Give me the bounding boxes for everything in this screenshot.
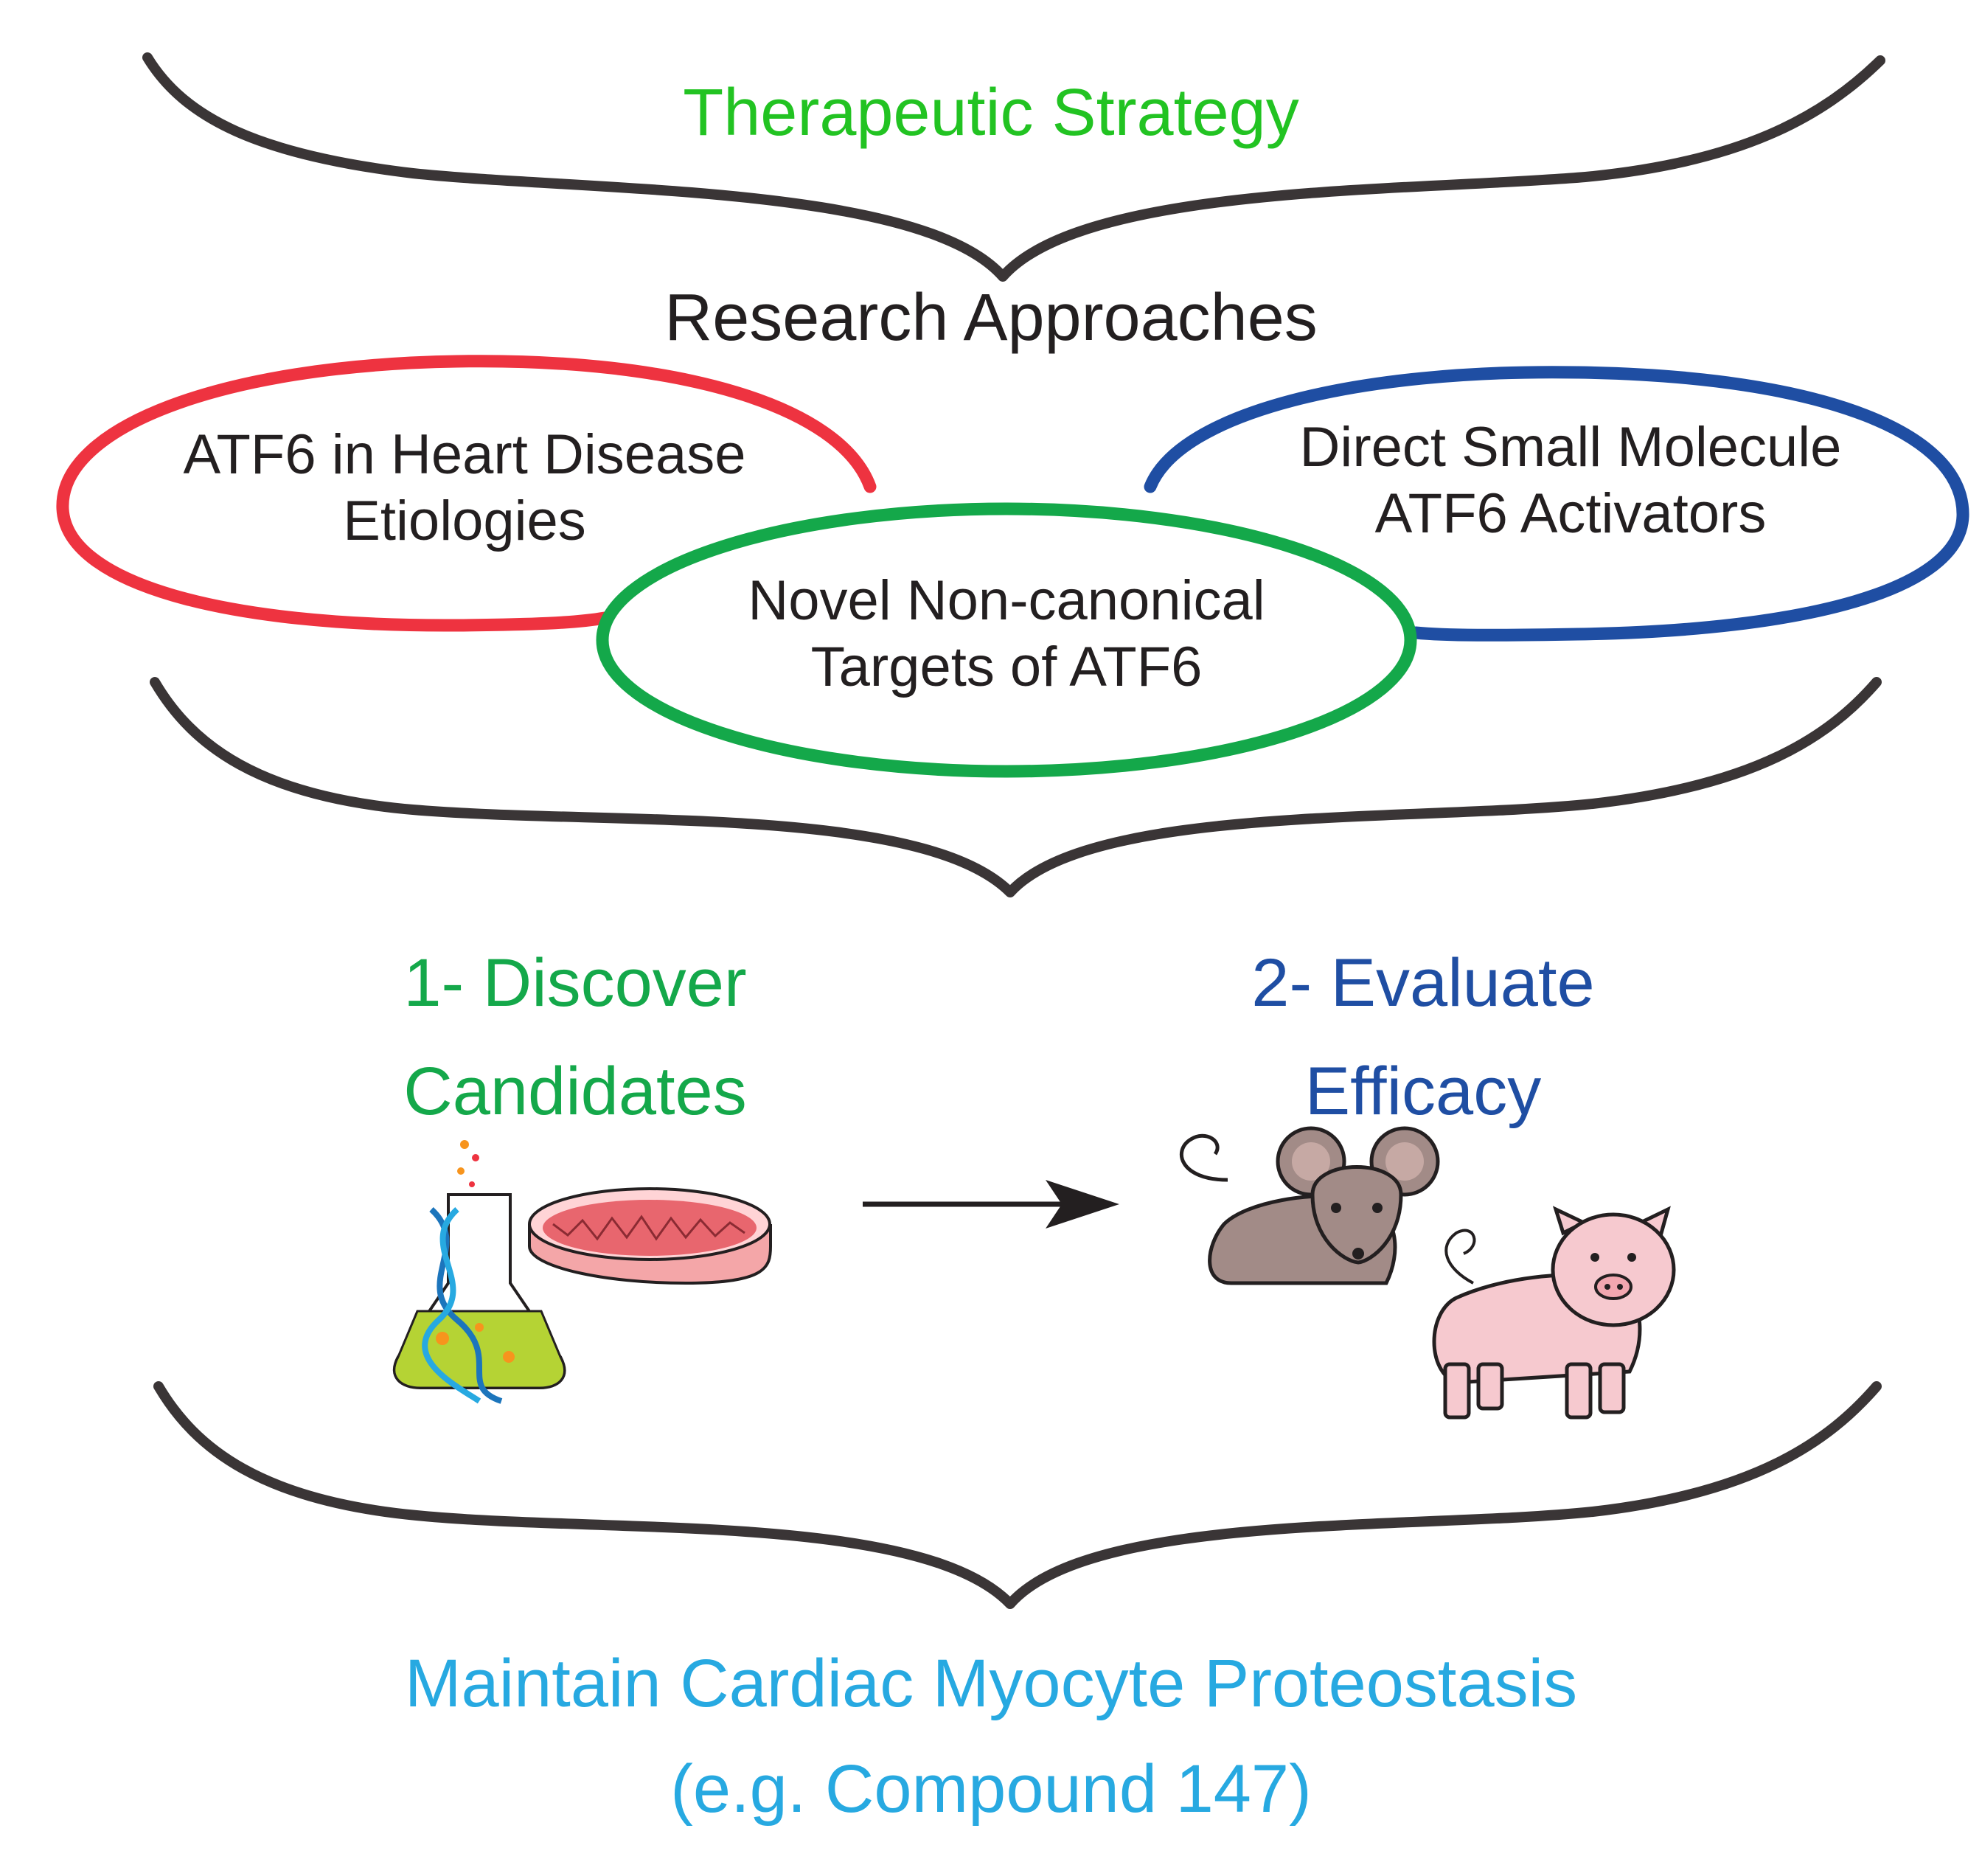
- approach-small-molecule-line1: Direct Small Molecule: [1299, 416, 1842, 479]
- approach-heart-disease: ATF6 in Heart Disease Etiologies: [88, 422, 841, 554]
- outcome: Maintain Cardiac Myocyte Proteostasis (e…: [180, 1631, 1802, 1841]
- approach-heart-disease-line1: ATF6 in Heart Disease: [183, 423, 746, 486]
- brace-middle: [150, 677, 1882, 897]
- arrow-right-icon: [863, 1180, 1119, 1229]
- oval-small-molecule: [1144, 366, 1969, 642]
- step-evaluate: 2- Evaluate Efficacy: [1143, 929, 1703, 1146]
- approach-small-molecule-line2: ATF6 Activators: [1374, 482, 1767, 545]
- oval-novel-targets: [596, 502, 1417, 778]
- petri-dish-icon: [528, 1187, 772, 1285]
- step-evaluate-line2: Efficacy: [1304, 1054, 1542, 1130]
- flask-dna-icon: [392, 1140, 566, 1404]
- outcome-line2: (e.g. Compound 147): [670, 1751, 1312, 1827]
- step-discover-line1: 1- Discover: [403, 945, 747, 1021]
- oval-heart-disease: [56, 355, 877, 632]
- brace-bottom: [153, 1381, 1882, 1609]
- step-discover: 1- Discover Candidates: [295, 929, 855, 1146]
- approach-novel-targets-line1: Novel Non-canonical: [748, 569, 1265, 632]
- step-discover-line2: Candidates: [403, 1054, 747, 1130]
- approach-novel-targets: Novel Non-canonical Targets of ATF6: [638, 568, 1375, 700]
- step-evaluate-line1: 2- Evaluate: [1251, 945, 1595, 1021]
- approach-novel-targets-line2: Targets of ATF6: [810, 635, 1203, 698]
- approach-heart-disease-line2: Etiologies: [343, 489, 586, 552]
- brace-top: [142, 52, 1885, 282]
- approaches-heading: Research Approaches: [664, 281, 1318, 355]
- outcome-line1: Maintain Cardiac Myocyte Proteostasis: [404, 1646, 1578, 1721]
- mouse-icon: [1179, 1126, 1440, 1285]
- title: Therapeutic Strategy: [683, 76, 1299, 150]
- approach-small-molecule: Direct Small Molecule ATF6 Activators: [1195, 414, 1947, 546]
- pig-icon: [1432, 1206, 1676, 1420]
